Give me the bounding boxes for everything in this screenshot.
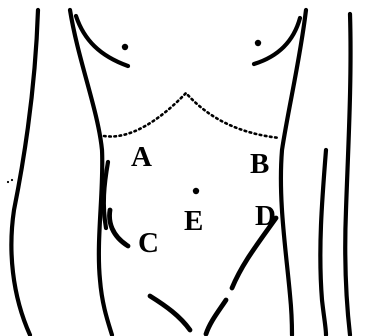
incision-lower-left <box>150 296 190 330</box>
right-flank-outline <box>281 10 306 335</box>
edge-mark <box>7 181 9 183</box>
right-chest-curve <box>254 18 300 64</box>
label-d: D <box>255 200 276 232</box>
incision-lower-right <box>206 300 226 334</box>
edge-mark <box>11 179 13 181</box>
left-chest-curve <box>76 16 128 66</box>
left-nipple-dot <box>122 44 128 50</box>
left-torso-outline <box>11 10 38 335</box>
incision-c <box>110 210 128 246</box>
label-b: B <box>250 148 269 180</box>
umbilicus-dot <box>193 188 199 194</box>
label-e: E <box>184 205 203 237</box>
costal-margin <box>104 93 280 138</box>
label-a: A <box>131 141 152 173</box>
label-c: C <box>138 227 159 259</box>
right-arm-outline <box>320 150 326 335</box>
right-nipple-dot <box>255 40 261 46</box>
right-torso-outline <box>345 14 350 335</box>
